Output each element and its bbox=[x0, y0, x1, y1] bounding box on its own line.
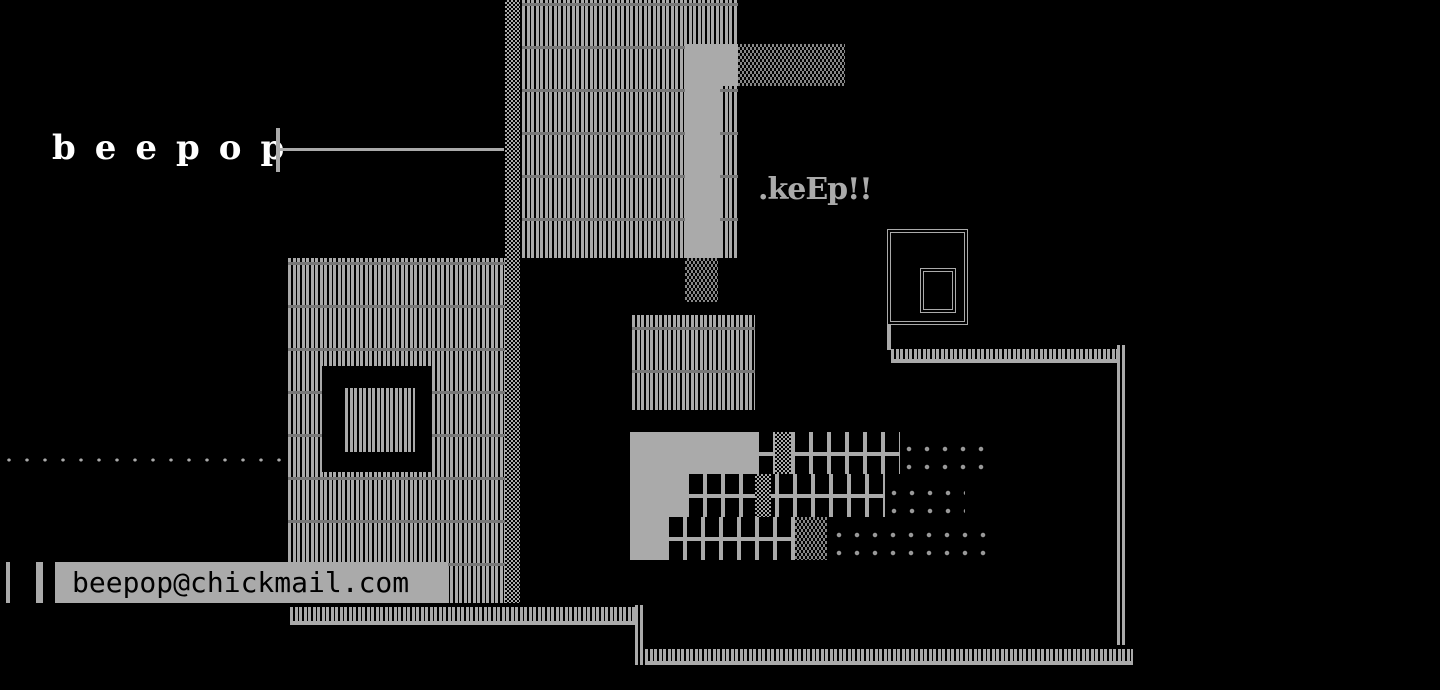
frame-right bbox=[1117, 345, 1133, 665]
fade-dots-3 bbox=[830, 526, 990, 556]
horizontal-rule bbox=[280, 148, 504, 151]
cursor-bar bbox=[276, 128, 280, 172]
fade-row-2 bbox=[685, 474, 885, 517]
spiral-inner bbox=[920, 268, 956, 313]
fade-dither-1 bbox=[775, 432, 791, 474]
tagline-text: .keEp!! bbox=[758, 172, 872, 207]
fade-dither-3 bbox=[795, 517, 827, 560]
dither-drip bbox=[685, 258, 718, 302]
frame-top bbox=[891, 345, 1133, 363]
fade-dots-2 bbox=[885, 484, 965, 514]
fade-dither-2 bbox=[755, 474, 771, 517]
pattern-block-small bbox=[632, 315, 755, 410]
dither-column bbox=[505, 0, 520, 605]
fade-dots-1 bbox=[900, 440, 990, 470]
gray-step-2 bbox=[630, 474, 685, 517]
fade-row-3 bbox=[665, 517, 795, 560]
solid-bar-cap bbox=[685, 44, 738, 86]
title-text: beepop bbox=[52, 128, 304, 168]
bar-1 bbox=[6, 562, 10, 603]
bar-2 bbox=[36, 562, 43, 603]
frame-left bbox=[635, 605, 645, 665]
spiral-outer bbox=[887, 229, 968, 325]
gray-step-1 bbox=[630, 432, 755, 474]
email-field[interactable]: beepop@chickmail.com bbox=[55, 562, 448, 603]
bottom-row bbox=[290, 603, 635, 625]
dotted-line bbox=[0, 452, 285, 468]
gray-step-3 bbox=[630, 517, 665, 560]
frame-bottom bbox=[645, 645, 1133, 665]
block-window-glyph bbox=[345, 388, 415, 452]
spiral-tail bbox=[887, 325, 891, 350]
dither-strip bbox=[738, 44, 845, 86]
